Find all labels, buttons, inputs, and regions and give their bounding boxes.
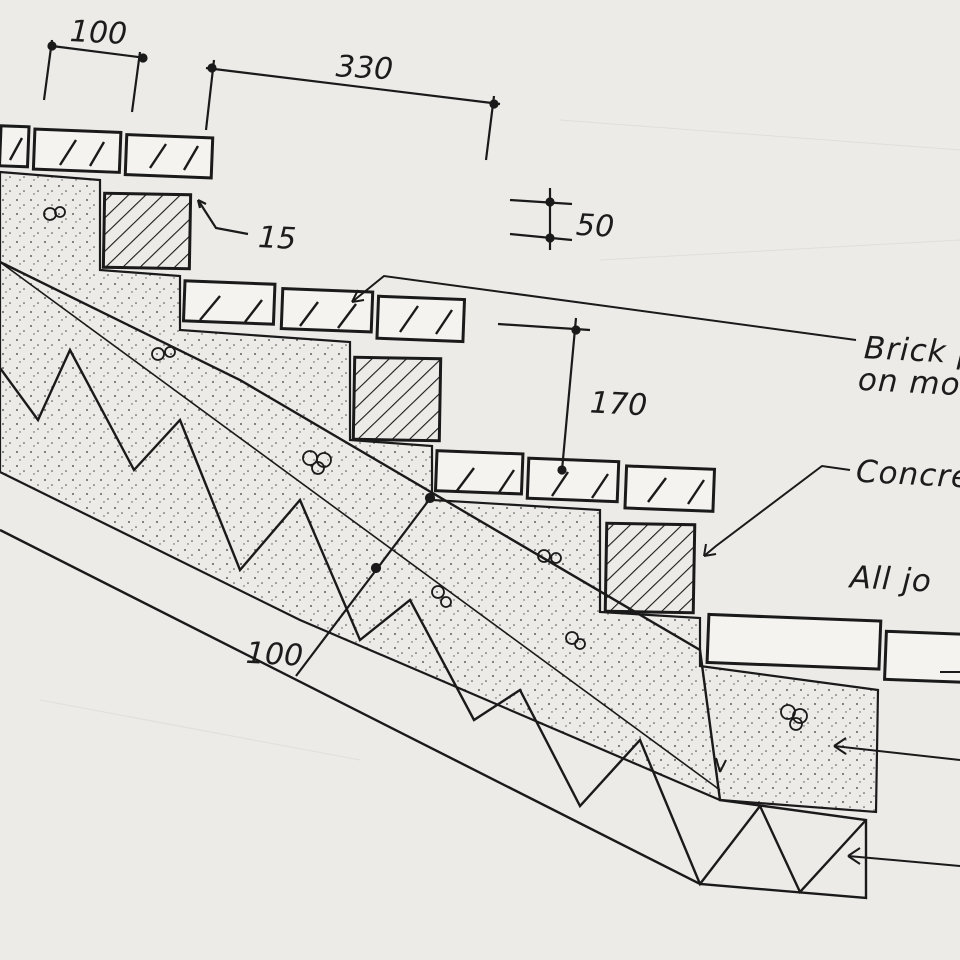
riser-brick-3 [603, 521, 697, 615]
dimension-15 [196, 199, 249, 236]
label-concrete: Concre [855, 454, 960, 496]
dimension-100-slab [295, 492, 436, 677]
dimension-330 [204, 59, 501, 161]
subgrade-zigzag [0, 260, 868, 900]
dimension-170 [497, 317, 591, 475]
riser-brick-1 [101, 191, 193, 271]
label-brick-paving-1: Brick p [863, 330, 960, 372]
aggregate-stones [43, 206, 808, 731]
leader-lines [351, 274, 960, 867]
tread-bricks [0, 124, 960, 684]
label-all-joints: All jo [847, 559, 933, 599]
brick-texture [8, 137, 705, 505]
dim-label-slab: 100 [245, 636, 304, 674]
dim-label-brick-thickness: 50 [575, 208, 615, 245]
riser-bricks [101, 191, 697, 615]
label-brick-paving-2: on mo [857, 362, 960, 403]
dimension-100-top [42, 39, 148, 113]
dim-label-brick-width: 100 [69, 14, 128, 52]
riser-brick-2 [351, 355, 443, 443]
dimension-50 [509, 188, 573, 250]
dim-label-riser: 170 [589, 385, 648, 423]
paper-background [39, 119, 960, 761]
dim-label-mortar: 15 [257, 220, 297, 257]
dim-label-tread: 330 [335, 49, 394, 87]
